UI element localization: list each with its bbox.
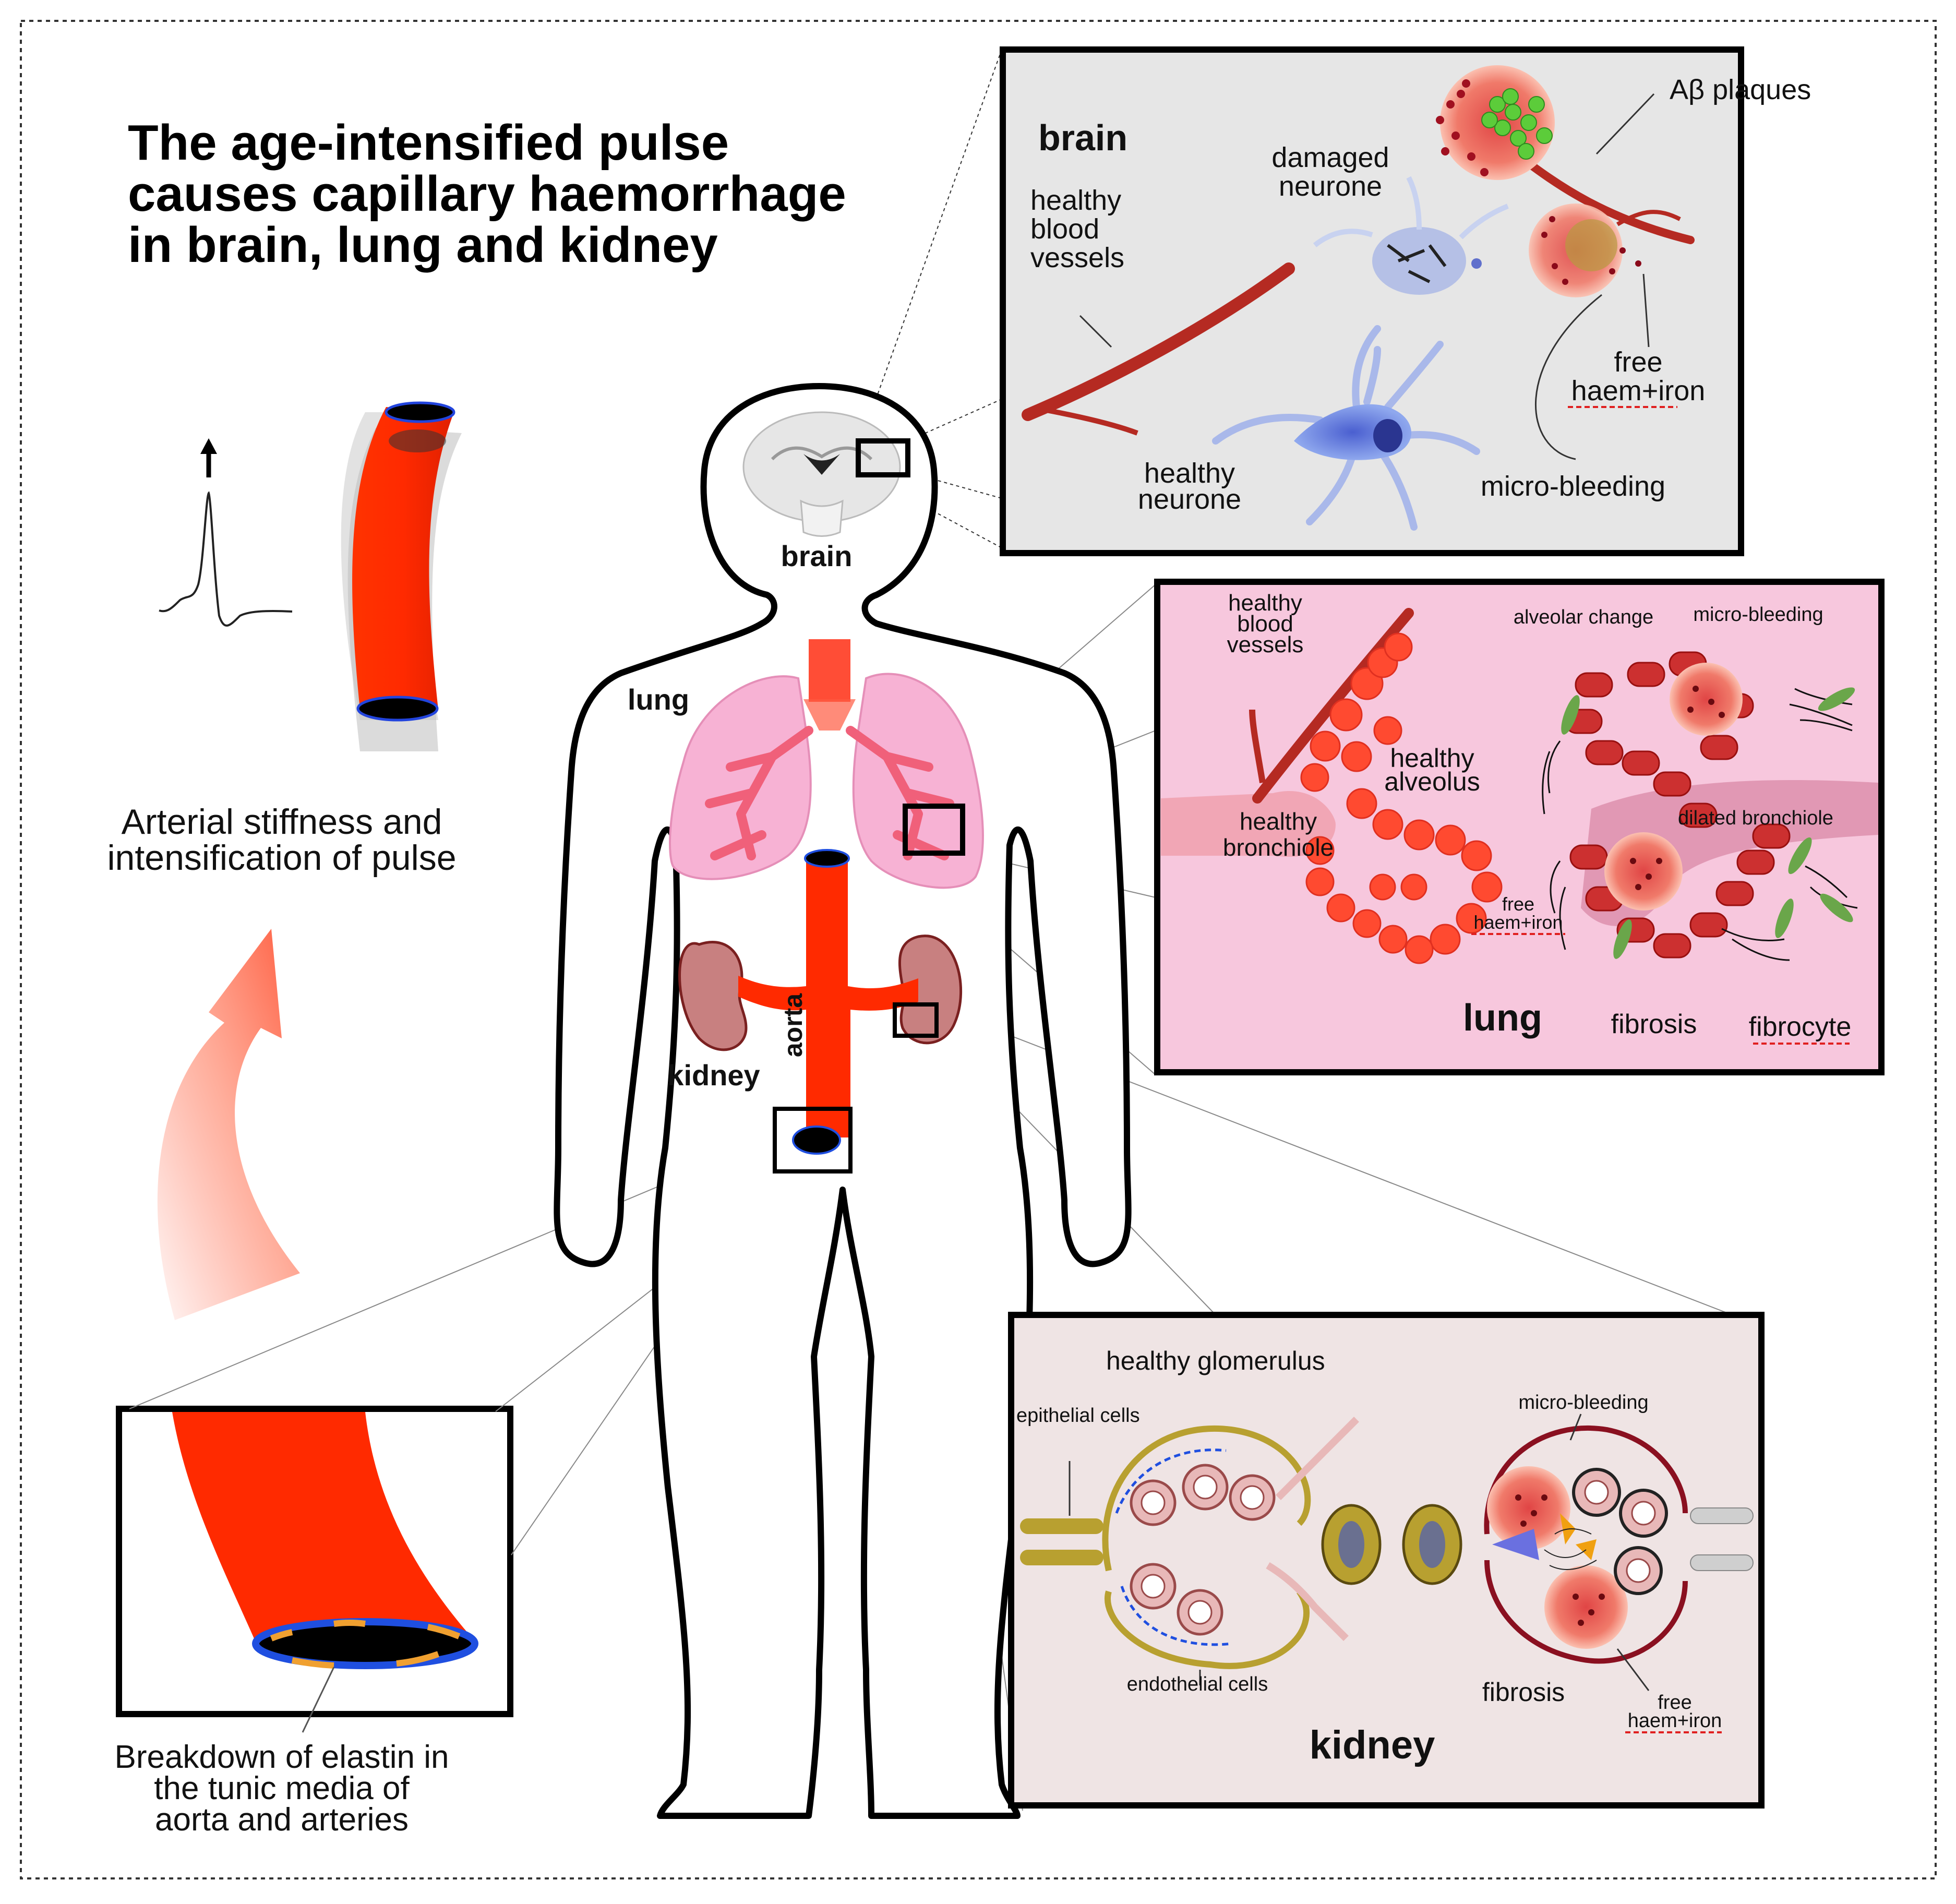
lung-panel-title: lung — [1463, 997, 1542, 1039]
figure-title: The age-intensified pulse causes capilla… — [128, 117, 963, 271]
kidney-label-free-2: haem+iron — [1628, 1710, 1722, 1732]
body-label-brain: brain — [781, 540, 853, 572]
label-healthy-vessels-2: blood — [1030, 213, 1099, 245]
kidney-label-free-1: free — [1658, 1692, 1691, 1714]
elastin-caption-3: aorta and arteries — [155, 1802, 409, 1838]
neurone-icon — [1212, 325, 1480, 531]
body-label-kidney: kidney — [667, 1059, 760, 1092]
body-label-aorta: aorta — [778, 993, 808, 1057]
elastin-caption-1: Breakdown of elastin in — [114, 1739, 449, 1775]
label-ab-plaques: Aβ plaques — [1670, 74, 1811, 105]
lung-label-alveolus-1: healthy — [1390, 744, 1474, 773]
stiff-artery-illustration — [341, 401, 462, 751]
lung-label-vessels-3: vessels — [1227, 632, 1304, 657]
kidney-panel-title: kidney — [1310, 1723, 1435, 1767]
lung-label-micro-bleeding: micro-bleeding — [1693, 604, 1823, 626]
brain-panel-title: brain — [1038, 117, 1127, 158]
lung-label-alveolus-2: alveolus — [1384, 767, 1480, 796]
kidney-label-epithelial: epithelial cells — [1016, 1405, 1140, 1427]
kidney-label-endothelial: endothelial cells — [1127, 1673, 1268, 1695]
label-healthy-vessels-3: vessels — [1030, 242, 1124, 273]
title-line-1: The age-intensified pulse — [128, 115, 729, 171]
label-free-1: free — [1614, 346, 1662, 378]
lung-label-alveolar-change: alveolar change — [1514, 606, 1653, 628]
lung-label-free-2: haem+iron — [1473, 912, 1563, 933]
kidney-label-healthy-glomerulus: healthy glomerulus — [1106, 1346, 1325, 1375]
kidney-panel: healthy glomerulus epithelial cells micr… — [1008, 1312, 1765, 1809]
elastin-inset — [116, 1406, 513, 1733]
lung-label-fibrocyte: fibrocyte — [1749, 1012, 1852, 1042]
body-label-lung: lung — [628, 683, 689, 716]
label-damaged-neurone-1: damaged — [1271, 142, 1389, 173]
label-healthy-vessels-1: healthy — [1030, 185, 1121, 216]
stiffness-caption-2: intensification of pulse — [107, 838, 456, 878]
label-free-2: haem+iron — [1571, 375, 1706, 406]
lung-label-dilated-bronchiole: dilated bronchiole — [1678, 807, 1833, 829]
lung-label-free-1: free — [1502, 893, 1534, 915]
fibrosis-strands — [1542, 688, 1858, 961]
title-line-3: in brain, lung and kidney — [128, 217, 718, 273]
lung-label-bronchiole-1: healthy — [1240, 808, 1317, 835]
lung-panel: healthy blood vessels alveolar change mi… — [1154, 579, 1885, 1075]
label-damaged-neurone-2: neurone — [1279, 171, 1382, 202]
lung-label-fibrosis: fibrosis — [1611, 1009, 1697, 1039]
kidney-icon — [678, 935, 962, 1051]
glomerulus-icon — [1020, 1417, 1382, 1669]
elastin-caption-2: the tunic media of — [154, 1770, 410, 1806]
kidney-label-micro-bleeding: micro-bleeding — [1518, 1392, 1648, 1414]
stiffness-caption-1: Arterial stiffness and — [122, 802, 442, 842]
lung-label-vessels-1: healthy — [1228, 590, 1302, 616]
curved-arrow-icon — [157, 929, 300, 1320]
pulse-wave-icon — [159, 491, 293, 627]
lung-label-bronchiole-2: bronchiole — [1223, 834, 1334, 861]
label-healthy-neurone-2: neurone — [1138, 484, 1241, 515]
title-line-2: causes capillary haemorrhage — [128, 166, 846, 222]
lungs-icon — [669, 639, 984, 889]
brain-icon — [742, 411, 910, 537]
up-arrow-icon — [200, 438, 217, 477]
outer-frame — [20, 20, 1937, 1879]
aorta-illustration — [738, 849, 939, 1173]
fibrocyte-cells — [1561, 687, 1855, 959]
label-micro-bleeding: micro-bleeding — [1481, 471, 1665, 502]
brain-panel: brain Aβ plaques damaged neurone healthy… — [1000, 46, 1811, 556]
lung-label-vessels-2: blood — [1237, 611, 1293, 637]
kidney-label-fibrosis: fibrosis — [1482, 1678, 1565, 1707]
label-healthy-neurone-1: healthy — [1144, 458, 1235, 489]
